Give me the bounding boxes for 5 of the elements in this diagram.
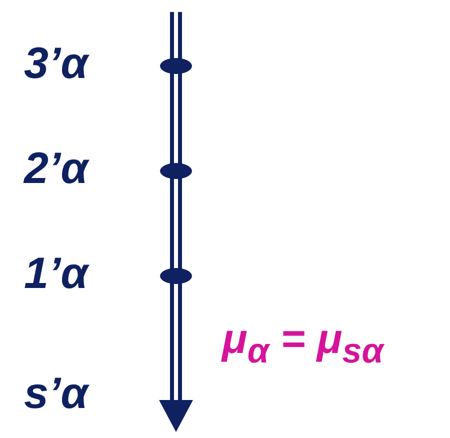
level-label: 2’α [24,147,88,191]
level-label: s’α [24,372,88,416]
equation: μ$_{α}$ = μ$_{sα}$ [222,318,384,368]
level-label: 1’α [24,252,88,296]
level-label: 3’α [24,42,88,86]
